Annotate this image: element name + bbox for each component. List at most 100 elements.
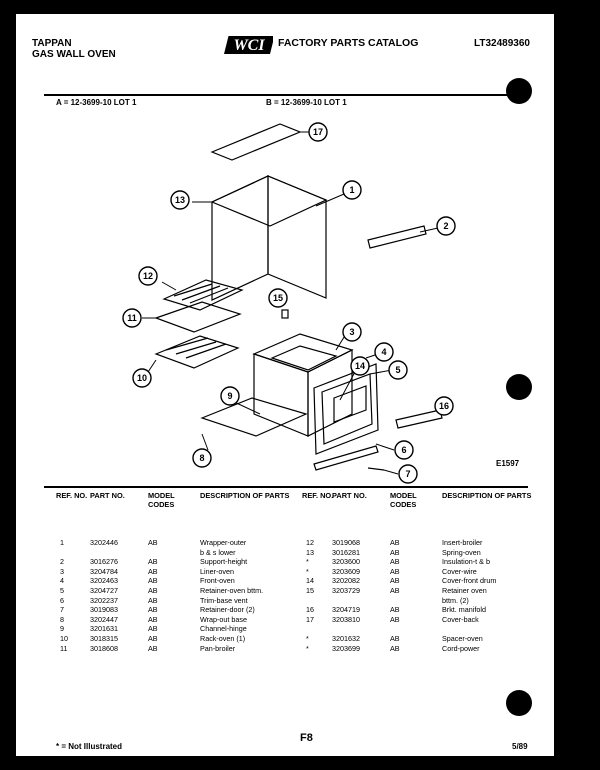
top-rule (44, 94, 528, 96)
callout-6: 6 (394, 440, 414, 460)
table-row: 10 3018315 AB Rack-oven (1) (16, 634, 554, 643)
cell-model: AB (148, 605, 158, 615)
cell-desc: Cover-back (442, 614, 479, 624)
callout-16: 16 (434, 396, 454, 416)
cell-desc: Retainer-door (2) (200, 605, 255, 615)
cell-part: 3018608 (90, 643, 118, 653)
cell-part: 3202237 (90, 595, 118, 605)
svg-text:17: 17 (313, 127, 323, 137)
cell-ref: 17 (306, 614, 314, 624)
cell-ref: 2 (60, 557, 64, 567)
cell-ref: 4 (60, 576, 64, 586)
svg-text:11: 11 (127, 313, 137, 323)
right-header-2: MODEL CODES (390, 491, 417, 509)
cell-ref: 10 (60, 634, 68, 643)
callout-17: 17 (308, 122, 328, 142)
svg-text:16: 16 (439, 401, 449, 411)
cell-ref: * (306, 643, 309, 653)
cell-part: 3201632 (332, 634, 360, 643)
svg-text:10: 10 (137, 373, 147, 383)
part-top-panel (210, 123, 302, 161)
cell-model: AB (148, 634, 158, 643)
callout-8: 8 (192, 448, 212, 468)
lot-a: A = 12-3699-10 LOT 1 (56, 98, 137, 107)
cell-model: AB (148, 538, 158, 547)
cell-part: 3204727 (90, 586, 118, 595)
cell-part: 3203609 (332, 566, 360, 576)
svg-text:4: 4 (381, 347, 386, 357)
cell-desc: Cover-front drum (442, 576, 497, 586)
callout-1: 1 (342, 180, 362, 200)
cell-part: 3202447 (90, 614, 118, 624)
cell-model: AB (148, 643, 158, 653)
binder-hole (506, 374, 532, 400)
right-header-1: PART NO. (332, 491, 367, 500)
table-top-rule (44, 486, 528, 488)
table-row: 12 3019068 AB Insert-broiler (16, 538, 554, 547)
date-label: 5/89 (512, 742, 528, 751)
page-label: F8 (300, 732, 313, 744)
cell-model: AB (390, 634, 400, 643)
cell-model: AB (148, 576, 158, 586)
cell-desc: Spring-oven (442, 547, 481, 557)
svg-text:1: 1 (349, 185, 354, 195)
left-header-1: PART NO. (90, 491, 125, 500)
cell-desc: Rack-oven (1) (200, 634, 246, 643)
callout-4: 4 (374, 342, 394, 362)
svg-text:6: 6 (401, 445, 406, 455)
cell-part: 3203729 (332, 586, 360, 595)
callout-12: 12 (138, 266, 158, 286)
callout-10: 10 (132, 368, 152, 388)
cell-desc: b & s lower (200, 547, 236, 557)
cell-part: 3019068 (332, 538, 360, 547)
lot-b: B = 12-3699-10 LOT 1 (266, 98, 347, 107)
cell-desc: Cover-wire (442, 566, 477, 576)
cell-ref: 12 (306, 538, 314, 547)
callout-3: 3 (342, 322, 362, 342)
svg-text:8: 8 (199, 453, 204, 463)
svg-text:5: 5 (395, 365, 400, 375)
callout-15: 15 (268, 288, 288, 308)
cell-model: AB (148, 624, 158, 634)
cell-desc: Insert-broiler (442, 538, 483, 547)
left-header-0: REF. NO. (56, 491, 88, 500)
cell-model: AB (390, 538, 400, 547)
binder-hole (506, 78, 532, 104)
cell-ref: 13 (306, 547, 314, 557)
cell-part: 3203600 (332, 557, 360, 567)
binder-hole (506, 690, 532, 716)
svg-text:3: 3 (349, 327, 354, 337)
cell-ref: 15 (306, 586, 314, 595)
svg-text:15: 15 (273, 293, 283, 303)
cell-desc: Retainer oven (442, 586, 487, 595)
right-header-0: REF. NO. (302, 491, 334, 500)
logo-text: WCI (233, 37, 265, 54)
table-row: bttm. (2) (16, 596, 554, 605)
cell-part: 3018315 (90, 634, 118, 643)
cell-ref: 7 (60, 605, 64, 615)
cell-model: AB (148, 557, 158, 567)
footnote: * = Not Illustrated (56, 742, 123, 751)
cell-desc: Support-height (200, 557, 248, 567)
right-header-3: DESCRIPTION OF PARTS (442, 491, 532, 500)
cell-part: 3016281 (332, 547, 360, 557)
cell-model: AB (390, 614, 400, 624)
svg-text:7: 7 (405, 469, 410, 479)
cell-part: 3201631 (90, 624, 118, 634)
cell-model: AB (390, 605, 400, 615)
cell-model: AB (148, 595, 158, 605)
